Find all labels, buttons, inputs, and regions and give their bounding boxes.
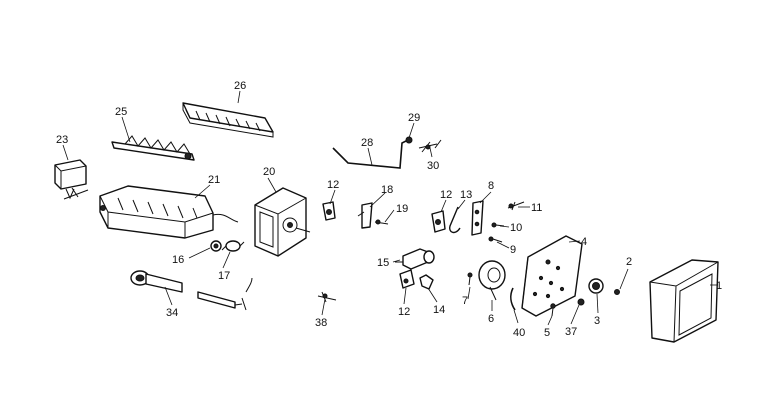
callout-34: 34 xyxy=(166,307,178,319)
callout-20: 20 xyxy=(263,166,275,178)
part-2-drawing xyxy=(614,289,620,295)
callout-5: 5 xyxy=(544,327,550,339)
callout-10: 10 xyxy=(510,222,522,234)
callout-12-upper-left: 12 xyxy=(327,179,339,191)
part-18-drawing xyxy=(357,202,373,229)
part-38-drawing xyxy=(317,291,337,303)
part-19-drawing xyxy=(374,219,389,225)
callout-12-lower: 12 xyxy=(398,306,410,318)
leader-lines xyxy=(62,90,718,326)
part-13-drawing xyxy=(448,206,461,234)
part-30-drawing xyxy=(418,139,442,153)
part-9-drawing xyxy=(488,236,503,243)
callout-19: 19 xyxy=(396,203,408,215)
part-4-drawing xyxy=(521,235,583,317)
part-14-drawing xyxy=(419,274,434,290)
part-1-drawing xyxy=(649,259,719,343)
part-6-drawing xyxy=(478,260,506,301)
part-12a-drawing xyxy=(322,201,336,221)
callout-11: 11 xyxy=(531,202,542,214)
part-20-drawing xyxy=(254,187,311,257)
callout-15: 15 xyxy=(377,257,389,269)
callout-labels: 1 2 3 4 5 6 7 8 9 10 11 12 12 12 13 14 1… xyxy=(56,80,722,339)
callout-37: 37 xyxy=(565,326,577,338)
callout-21: 21 xyxy=(208,174,220,186)
part-7-drawing xyxy=(467,272,473,286)
callout-4: 4 xyxy=(581,236,587,248)
part-8-drawing xyxy=(471,200,484,236)
part-21-drawing xyxy=(99,185,239,239)
callout-29: 29 xyxy=(408,112,420,124)
callout-38: 38 xyxy=(315,317,327,329)
part-26-drawing xyxy=(182,102,274,138)
part-17-drawing xyxy=(221,240,245,252)
callout-14: 14 xyxy=(433,304,445,316)
callout-18: 18 xyxy=(381,184,393,196)
part-5-drawing xyxy=(550,303,556,317)
part-11-drawing xyxy=(507,201,525,211)
part-34-drawing xyxy=(130,270,183,293)
part-12b-drawing xyxy=(431,210,446,233)
callout-40: 40 xyxy=(513,327,525,339)
part-12c-drawing xyxy=(399,269,415,289)
part-40-drawing xyxy=(510,287,516,311)
heater-harness-drawing xyxy=(197,277,253,311)
callout-7: 7 xyxy=(462,295,468,307)
callout-23: 23 xyxy=(56,134,68,146)
part-3-drawing xyxy=(588,278,604,294)
callout-16: 16 xyxy=(172,254,184,266)
callout-8: 8 xyxy=(488,180,494,192)
callout-17: 17 xyxy=(218,270,230,282)
part-10-drawing xyxy=(491,222,505,228)
part-15-drawing xyxy=(395,248,435,270)
part-16-drawing xyxy=(210,240,222,252)
callout-28: 28 xyxy=(361,137,373,149)
part-28-drawing xyxy=(332,139,409,169)
callout-30: 30 xyxy=(427,160,439,172)
callout-12-upper-right: 12 xyxy=(440,189,452,201)
callout-3: 3 xyxy=(594,315,600,327)
callout-13: 13 xyxy=(460,189,472,201)
part-23-drawing xyxy=(54,159,89,200)
callout-2: 2 xyxy=(626,256,632,268)
part-25-drawing xyxy=(111,135,195,161)
part-37-drawing xyxy=(577,298,585,306)
callout-1: 1 xyxy=(716,280,722,292)
callout-26: 26 xyxy=(234,80,246,92)
callout-25: 25 xyxy=(115,106,127,118)
callout-6: 6 xyxy=(488,313,494,325)
callout-9: 9 xyxy=(510,244,516,256)
